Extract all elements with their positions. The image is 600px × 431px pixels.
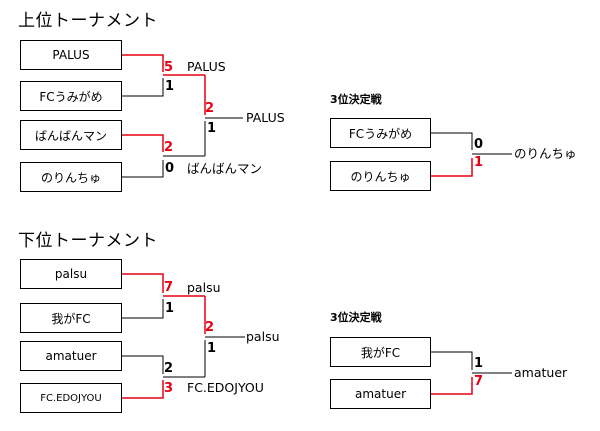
upper-final-score-b: 1 [207, 121, 217, 136]
upper-match1-lines [122, 54, 205, 97]
lower-third-score-b: 7 [474, 374, 484, 389]
lower-match2-score-a: 2 [164, 361, 174, 376]
upper-match1-score-a: 5 [164, 60, 174, 75]
upper-third-team-2: のりんちゅ [330, 161, 431, 191]
upper-team-4: のりんちゅ [20, 162, 122, 192]
upper-match1-score-b: 1 [165, 79, 175, 94]
upper-third-winner: のりんちゅ [514, 146, 577, 161]
lower-team-1: palsu [20, 259, 122, 289]
upper-team-1: PALUS [20, 40, 122, 70]
lower-third-lines [431, 351, 512, 395]
upper-match2-score-a: 2 [164, 140, 174, 155]
lower-match2-score-b: 3 [164, 381, 174, 396]
upper-team-3: ばんばんマン [20, 120, 122, 150]
lower-final-score-a: 2 [205, 320, 215, 335]
upper-match1-winner: PALUS [187, 59, 226, 74]
lower-final-score-b: 1 [207, 341, 217, 356]
lower-third-team-2: amatuer [330, 379, 431, 409]
lower-third-title: 3位決定戦 [330, 311, 382, 324]
upper-third-score-a: 0 [474, 137, 484, 152]
upper-final-score-a: 2 [205, 101, 215, 116]
lower-third-team-1: 我がFC [330, 337, 431, 367]
lower-match2-winner: FC.EDOJYOU [187, 380, 264, 395]
upper-tournament-title: 上位トーナメント [18, 11, 158, 31]
lower-final-lines [204, 296, 245, 377]
lower-team-2: 我がFC [20, 303, 122, 333]
upper-third-score-b: 1 [474, 155, 484, 170]
upper-match2-lines [122, 134, 205, 178]
upper-match2-score-b: 0 [165, 161, 175, 176]
upper-third-title: 3位決定戦 [330, 93, 382, 106]
lower-match1-lines [122, 273, 205, 319]
upper-third-team-1: FCうみがめ [330, 118, 431, 148]
upper-third-lines [431, 132, 512, 177]
lower-team-4: FC.EDOJYOU [20, 383, 122, 413]
lower-tournament-title: 下位トーナメント [18, 231, 158, 251]
lower-match2-lines [122, 355, 205, 399]
upper-team-2: FCうみがめ [20, 81, 122, 111]
upper-match2-winner: ばんばんマン [187, 161, 263, 176]
lower-third-winner: amatuer [514, 365, 568, 380]
upper-final-lines [204, 75, 243, 156]
lower-final-winner: palsu [246, 329, 280, 344]
lower-match1-winner: palsu [187, 280, 221, 295]
upper-final-winner: PALUS [246, 110, 285, 125]
lower-team-3: amatuer [20, 341, 122, 371]
lower-match1-score-b: 1 [165, 301, 175, 316]
lower-match1-score-a: 7 [164, 280, 174, 295]
lower-third-score-a: 1 [474, 356, 484, 371]
